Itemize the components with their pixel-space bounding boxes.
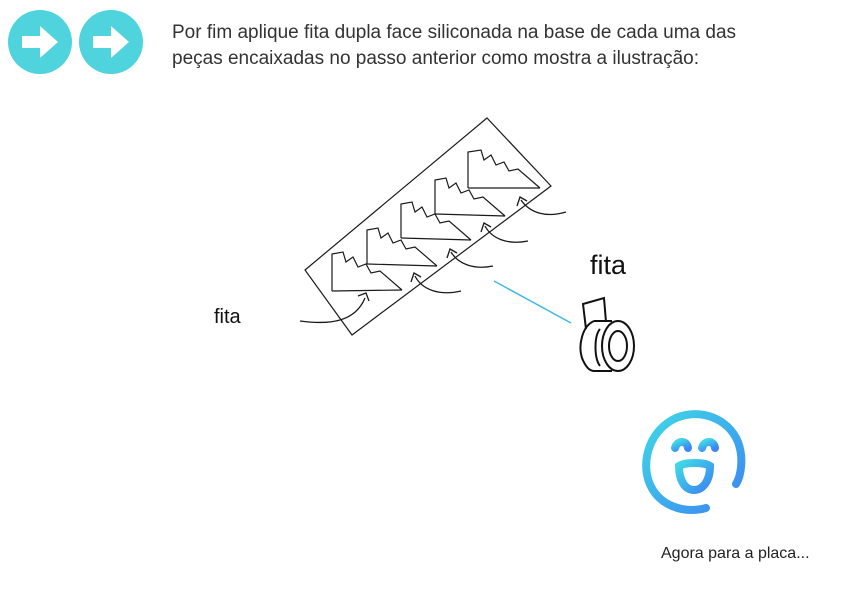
piece-1 [331, 251, 403, 292]
smiley-face-icon [642, 410, 746, 514]
next-button-1[interactable] [8, 10, 72, 74]
tape-arrows [299, 196, 567, 324]
next-step-text: Agora para a placa... [661, 545, 810, 562]
instruction-text: Por fim aplique fita dupla face silicona… [172, 20, 842, 72]
piece-2 [366, 227, 438, 267]
arrow-right-icon [93, 26, 129, 58]
piece-4 [434, 177, 506, 217]
instruction-line-2: peças encaixadas no passo anterior como … [172, 48, 699, 69]
base-board [304, 117, 552, 336]
leader-line [493, 280, 572, 324]
tape-roll-icon [579, 296, 635, 372]
next-button-2[interactable] [79, 10, 143, 74]
instruction-line-1: Por fim aplique fita dupla face silicona… [172, 22, 737, 43]
piece-3 [400, 201, 472, 241]
arrow-right-icon [22, 26, 58, 58]
tape-label-left: fita [214, 306, 241, 328]
piece-5 [467, 149, 541, 189]
tape-label-right: fita [590, 250, 627, 280]
